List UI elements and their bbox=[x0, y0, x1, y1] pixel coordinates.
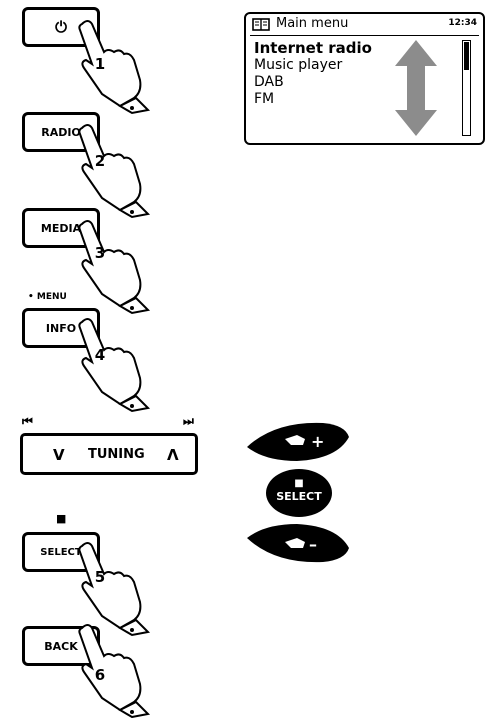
screen-title: Main menu bbox=[276, 16, 349, 31]
power-icon: ⏻ bbox=[55, 18, 67, 36]
pressing-hand-icon bbox=[78, 318, 151, 413]
up-down-arrow-icon bbox=[395, 40, 437, 136]
step-2-number: 2 bbox=[94, 152, 106, 170]
scrollbar-thumb[interactable] bbox=[464, 42, 469, 70]
remote-stop-icon: ■ bbox=[294, 478, 303, 489]
lcd-screen: Main menu 12:34 Internet radio Music pla… bbox=[244, 12, 485, 145]
step-3-number: 3 bbox=[94, 244, 106, 262]
remote-minus-button[interactable]: – bbox=[245, 520, 351, 568]
pressing-hand-icon bbox=[78, 20, 151, 115]
radio-button-label: RADIO bbox=[41, 125, 81, 139]
stop-label: ■ bbox=[56, 512, 67, 525]
menu-item-music-player[interactable]: Music player bbox=[254, 57, 343, 73]
menu-item-internet-radio[interactable]: Internet radio bbox=[254, 39, 372, 57]
step-5-number: 5 bbox=[94, 568, 106, 586]
pressing-hand-icon bbox=[78, 624, 151, 718]
screen-divider bbox=[250, 35, 479, 36]
step-1-number: 1 bbox=[94, 55, 106, 73]
info-button-label: INFO bbox=[45, 321, 77, 335]
menu-item-dab[interactable]: DAB bbox=[254, 74, 284, 90]
select-button-label: SELECT bbox=[40, 546, 82, 558]
minus-hand-icon bbox=[285, 538, 305, 548]
minus-label: – bbox=[309, 535, 317, 554]
tuning-up-button[interactable]: Λ bbox=[167, 446, 179, 464]
remote-select-label: SELECT bbox=[276, 490, 322, 503]
tuning-down-button[interactable]: V bbox=[53, 446, 65, 464]
menu-list: Internet radio Music player DAB FM bbox=[254, 40, 404, 108]
menu-label: • MENU bbox=[28, 292, 67, 302]
media-button-label: MEDIA bbox=[40, 221, 82, 235]
pressing-hand-icon bbox=[78, 220, 151, 315]
pressing-hand-icon bbox=[78, 124, 151, 219]
screen-clock: 12:34 bbox=[448, 18, 477, 28]
plus-label: + bbox=[311, 432, 324, 451]
tuning-label: TUNING bbox=[88, 447, 145, 462]
pressing-hand-icon bbox=[78, 542, 151, 637]
remote-select-button[interactable]: ■ SELECT bbox=[264, 467, 334, 519]
scrollbar-track[interactable] bbox=[462, 40, 471, 136]
screen-title-bar: Main menu 12:34 bbox=[252, 16, 477, 34]
back-button-label: BACK bbox=[44, 639, 78, 653]
remote-plus-button[interactable]: + bbox=[245, 417, 351, 465]
plus-hand-icon bbox=[285, 435, 305, 445]
menu-book-icon bbox=[252, 18, 270, 31]
skip-forward-icon: ⏭ bbox=[183, 414, 194, 428]
step-6-number: 6 bbox=[94, 666, 106, 684]
tuning-control: V TUNING Λ bbox=[20, 433, 198, 475]
menu-item-fm[interactable]: FM bbox=[254, 91, 275, 107]
skip-back-icon: ⏮ bbox=[22, 414, 33, 428]
step-4-number: 4 bbox=[94, 346, 106, 364]
